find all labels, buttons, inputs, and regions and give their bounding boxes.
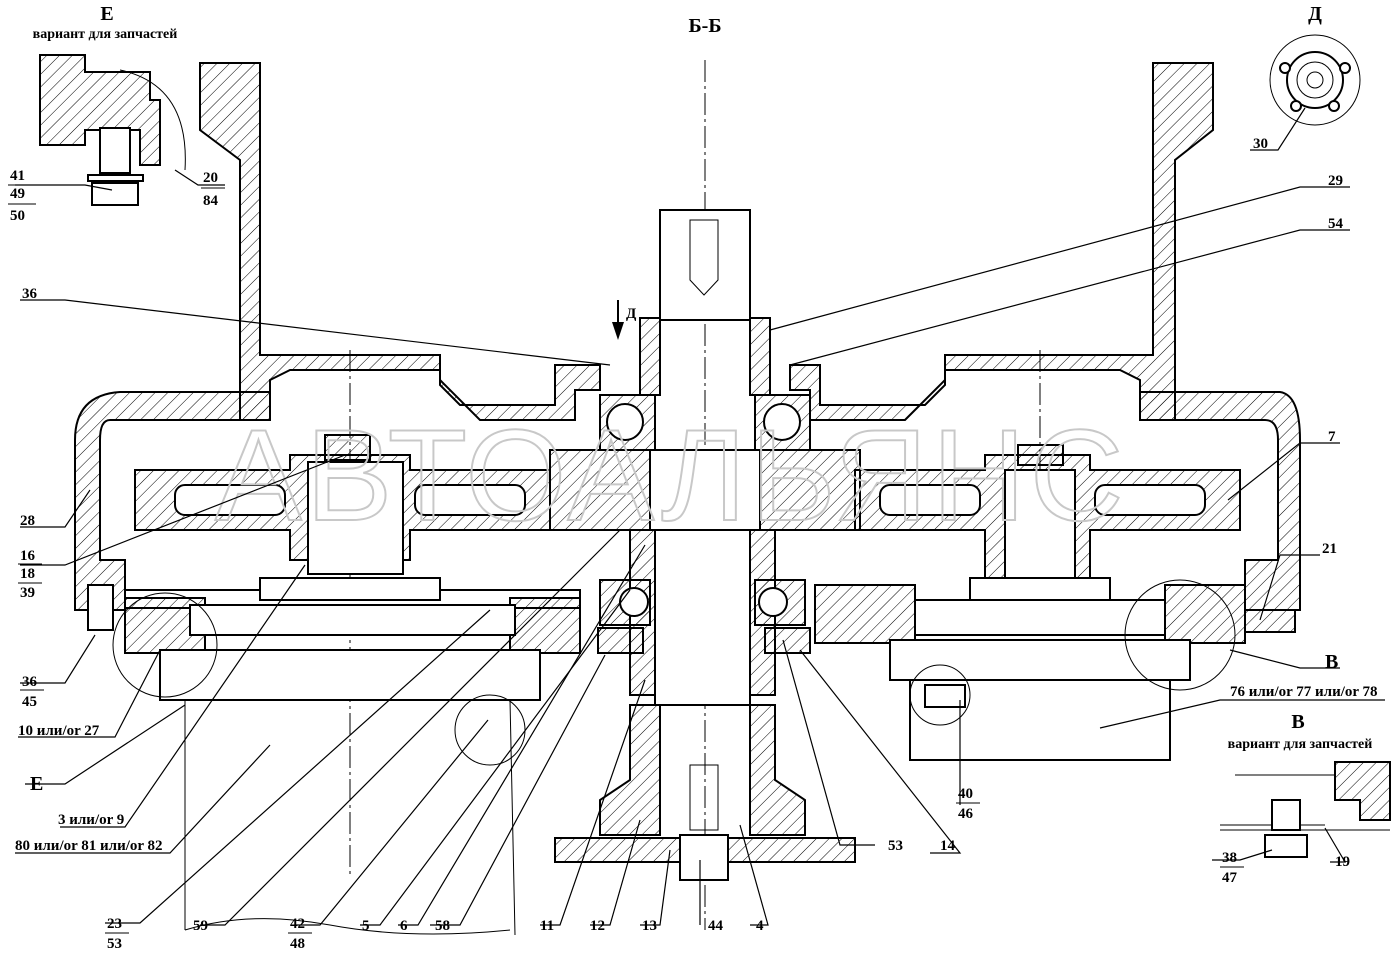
callout-44: 44 [708,918,724,934]
detail-d [1269,34,1361,126]
callout-13: 13 [642,918,657,934]
callout-58: 58 [435,918,450,934]
view-v-caption: вариант для запчастей [1228,737,1373,752]
callout-e: Е [30,773,43,795]
callout-54: 54 [1328,216,1344,232]
detail-circle-v [1124,579,1236,691]
left-planet-gear [134,434,551,575]
callout-36-top: 36 [22,286,38,302]
callout-39: 39 [20,585,35,601]
callout-12: 12 [590,918,605,934]
callout-20: 20 [203,170,218,186]
callout-76-78: 76 или/or 77 или/or 78 [1230,684,1378,700]
callout-53-right: 53 [888,838,903,854]
detail-circle-e [112,592,218,698]
callout-5: 5 [362,918,370,934]
callout-42: 42 [290,916,305,932]
section-title: Б-Б [688,15,721,37]
lower-left-assembly [87,577,581,936]
detail-v [1220,761,1391,858]
callout-4: 4 [756,918,764,934]
housing [74,62,1301,633]
callout-18: 18 [20,566,35,582]
callout-7: 7 [1328,429,1336,445]
callout-80-82: 80 или/or 81 или/or 82 [15,838,163,854]
view-e-caption: вариант для запчастей [33,27,178,42]
callout-36-bottom: 36 [22,674,38,690]
callout-84: 84 [203,193,219,209]
arrow-d: Д [612,300,637,340]
callout-41: 41 [10,168,25,184]
callout-50: 50 [10,208,25,224]
central-shaft [549,209,861,881]
callout-3-9: 3 или/or 9 [58,812,124,828]
callout-11: 11 [540,918,554,934]
callout-10-27: 10 или/or 27 [18,723,100,739]
detail-circle-bolt-right [909,664,971,726]
callout-v: В [1325,651,1338,673]
callout-38: 38 [1222,850,1237,866]
callout-21: 21 [1322,541,1337,557]
callout-29: 29 [1328,173,1343,189]
callout-16: 16 [20,548,36,564]
right-planet-gear [854,444,1241,581]
lower-right-assembly [814,577,1246,761]
callout-14: 14 [940,838,956,854]
detail-e [39,54,186,206]
watermark-text: АВТОАЛЬЯНС [215,402,1128,548]
arrow-d-letter: Д [626,306,637,322]
callout-23: 23 [107,916,122,932]
view-d-letter: Д [1308,3,1322,25]
callout-30: 30 [1253,136,1268,152]
callout-46: 46 [958,806,974,822]
callout-45: 45 [22,694,37,710]
callout-59: 59 [193,918,208,934]
callout-labels: 41 49 50 20 84 30 29 54 36 7 28 16 18 39… [10,136,1378,952]
callout-19: 19 [1335,854,1350,870]
view-v-letter: В [1291,711,1304,733]
view-e-letter: Е [100,3,113,25]
callout-48: 48 [290,936,305,952]
callout-6: 6 [400,918,408,934]
callout-47: 47 [1222,870,1238,886]
callout-28: 28 [20,513,35,529]
callout-40: 40 [958,786,973,802]
leader-lines [15,107,1385,926]
callout-53-left: 53 [107,936,122,952]
callout-underlines [8,184,1244,934]
detail-circle-bolt [454,694,526,766]
callout-49: 49 [10,186,25,202]
